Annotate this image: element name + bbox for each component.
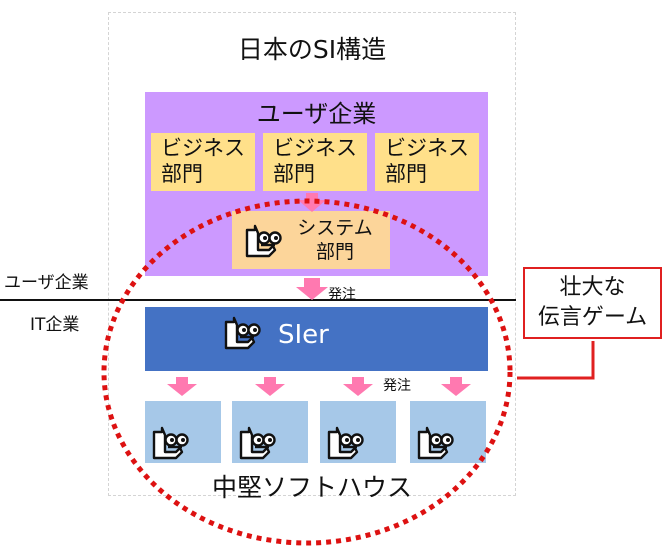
dotted-circle [101,198,513,546]
diagram-title: 日本のSI構造 [237,35,387,64]
callout-connector [517,341,595,380]
subcontractor-3-character-icon [327,426,364,460]
side-label-it-company: IT企業 [30,315,80,335]
arrow-business-to-system [298,193,326,212]
system-dept-character-icon [245,224,282,258]
subcontractor-2-character-icon [239,426,276,460]
arrow-sier-to-sub-4 [441,377,471,396]
business-unit-2: ビジネス 部門 [263,133,367,191]
sier-label: SIer [278,320,329,350]
subcontractor-1-character-icon [152,426,189,460]
business-unit-3-line2: 部門 [385,162,427,186]
business-unit-2-line1: ビジネス [273,136,357,160]
system-dept-label: システム 部門 [280,216,390,264]
callout-line2: 伝言ゲーム [537,305,648,330]
arrow-sier-to-sub-3 [343,377,373,396]
arrow-sier-to-sub-2 [255,377,285,396]
company-divider-line [0,299,516,301]
arrow-system-to-sier [296,278,328,300]
order-label-1: 発注 [328,287,356,303]
subcontractor-4-character-icon [417,426,454,460]
callout-line1: 壮大な [559,275,626,300]
subcontractors-title: 中堅ソフトハウス [211,473,412,502]
diagram-frame [108,12,516,496]
business-unit-1-line1: ビジネス [161,136,245,160]
sier-box [145,307,488,371]
user-company-title: ユーザ企業 [256,100,377,128]
business-unit-2-line2: 部門 [273,162,315,186]
business-unit-1-line2: 部門 [161,162,203,186]
business-unit-3-line1: ビジネス [385,136,469,160]
system-dept-line1: システム [297,217,373,239]
business-unit-1: ビジネス 部門 [151,133,255,191]
sier-character-icon [224,316,261,350]
business-unit-3: ビジネス 部門 [375,133,479,191]
arrow-sier-to-sub-1 [167,377,197,396]
side-label-user-company: ユーザ企業 [4,273,89,293]
order-label-2: 発注 [383,378,411,394]
system-dept-line2: 部門 [315,241,354,263]
callout-box: 壮大な 伝言ゲーム [523,267,662,339]
